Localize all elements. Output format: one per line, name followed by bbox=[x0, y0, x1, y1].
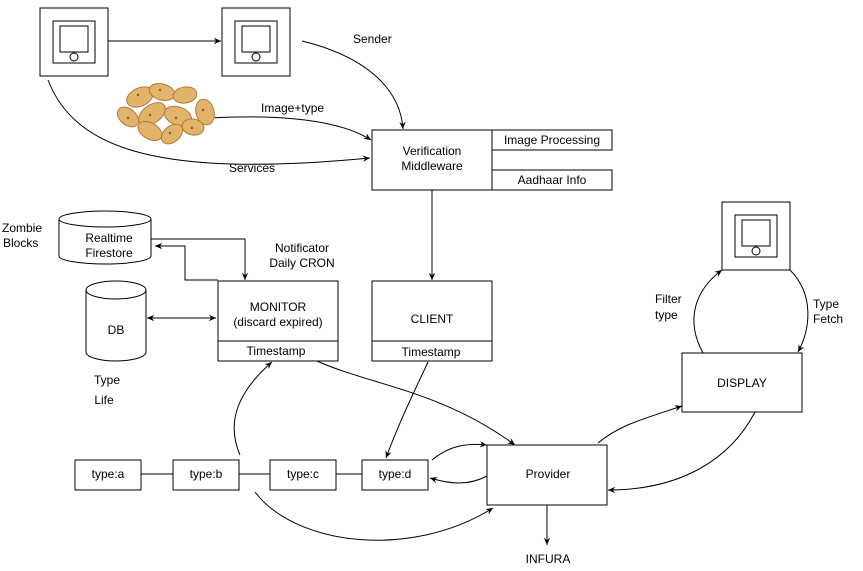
type-d-label: type:d bbox=[379, 467, 412, 481]
type-c-label: type:c bbox=[287, 467, 319, 481]
verification-middleware: Verification Middleware bbox=[371, 129, 493, 191]
type-fetch-label-1: Type bbox=[813, 297, 839, 311]
connectors bbox=[47, 37, 809, 545]
edge-provider-typed bbox=[429, 475, 488, 484]
type-fetch-label-2: Fetch bbox=[813, 312, 843, 326]
notificator-label-1: Notificator bbox=[275, 241, 329, 255]
db-cylinder: DB bbox=[85, 280, 147, 362]
client-label: CLIENT bbox=[411, 312, 454, 326]
type-a-box: type:a bbox=[74, 459, 142, 491]
image-type-label: Image+type bbox=[261, 101, 324, 115]
filter-type-label-2: type bbox=[655, 308, 678, 322]
edge-filter-type bbox=[693, 269, 723, 354]
type-d-box: type:d bbox=[361, 459, 429, 491]
client-timestamp: Timestamp bbox=[402, 345, 461, 359]
edge-sender bbox=[301, 40, 406, 130]
zombie-label-2: Blocks bbox=[3, 236, 38, 250]
type-a-label: type:a bbox=[92, 467, 125, 481]
edge-monitor-firestore bbox=[155, 242, 218, 281]
edge-typeb-provider bbox=[254, 491, 494, 541]
edge-provider-display bbox=[597, 405, 683, 444]
edge-image-type bbox=[209, 116, 372, 141]
edge-monitor-provider bbox=[316, 360, 516, 446]
monitor-label-2: (discard expired) bbox=[233, 315, 322, 329]
type-c-box: type:c bbox=[269, 459, 337, 491]
edge-typeb-monitor bbox=[233, 361, 273, 456]
monitor-label-1: MONITOR bbox=[250, 300, 307, 314]
display-label: DISPLAY bbox=[717, 376, 767, 390]
tablet-device-icon bbox=[721, 201, 791, 271]
client-box: CLIENT Timestamp bbox=[371, 280, 493, 362]
edge-typed-provider bbox=[431, 441, 488, 461]
verification-label-1: Verification bbox=[403, 144, 462, 158]
edge-display-provider bbox=[607, 411, 756, 494]
device-1 bbox=[39, 7, 109, 77]
monitor-box: MONITOR (discard expired) Timestamp bbox=[217, 280, 339, 362]
notificator-label-2: Daily CRON bbox=[269, 256, 334, 270]
food-image bbox=[116, 83, 215, 145]
edge-services bbox=[47, 79, 371, 165]
verification-label-2: Middleware bbox=[401, 159, 463, 173]
filter-type-label-1: Filter bbox=[655, 292, 682, 306]
edge-firestore-monitor bbox=[150, 238, 249, 280]
type-life-label-1: Type bbox=[94, 373, 120, 387]
sender-label: Sender bbox=[353, 32, 392, 46]
display-box: DISPLAY bbox=[681, 352, 803, 413]
tablet-device-icon bbox=[221, 7, 291, 77]
monitor-timestamp: Timestamp bbox=[247, 344, 306, 358]
edge-type-fetch bbox=[789, 269, 809, 353]
db-label: DB bbox=[108, 323, 125, 337]
services-label: Services bbox=[229, 161, 275, 175]
image-processing-box: Image Processing bbox=[491, 129, 613, 151]
type-life-label-2: Life bbox=[94, 393, 114, 407]
provider-label: Provider bbox=[526, 467, 571, 481]
provider-box: Provider bbox=[486, 444, 608, 506]
aadhaar-info-label: Aadhaar Info bbox=[518, 173, 587, 187]
device-3 bbox=[721, 201, 791, 271]
realtime-firestore: Realtime Firestore bbox=[58, 210, 152, 265]
type-b-box: type:b bbox=[172, 459, 240, 491]
image-processing-label: Image Processing bbox=[504, 133, 600, 147]
type-b-label: type:b bbox=[190, 467, 223, 481]
realtime-label-1: Realtime bbox=[85, 231, 133, 245]
aadhaar-info-box: Aadhaar Info bbox=[491, 169, 613, 191]
zombie-label-1: Zombie bbox=[2, 221, 42, 235]
tablet-device-icon bbox=[39, 7, 109, 77]
edge-client-typed bbox=[385, 361, 429, 459]
realtime-label-2: Firestore bbox=[85, 246, 133, 260]
infura-label: INFURA bbox=[526, 552, 571, 566]
device-2 bbox=[221, 7, 291, 77]
